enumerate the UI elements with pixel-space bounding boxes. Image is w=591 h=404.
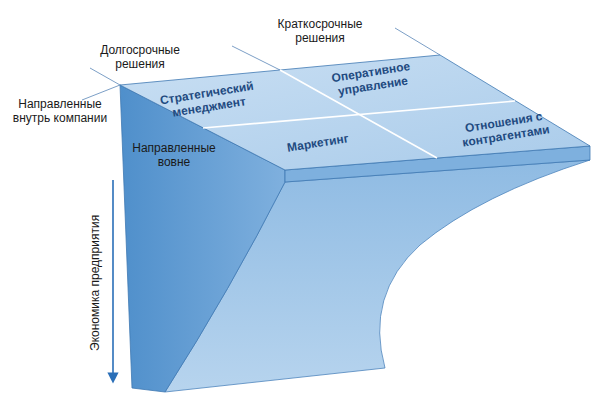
axis-heading: Краткосрочные решения [270, 18, 370, 46]
axis-label: Экономика предприятия [89, 215, 103, 351]
axis-heading: Долгосрочные решения [92, 44, 188, 72]
axis-arrow [112, 180, 114, 378]
axis-heading: Направленные вовне [128, 142, 220, 170]
axis-heading: Направленные внутрь компании [4, 98, 116, 126]
slab-top [120, 55, 590, 170]
